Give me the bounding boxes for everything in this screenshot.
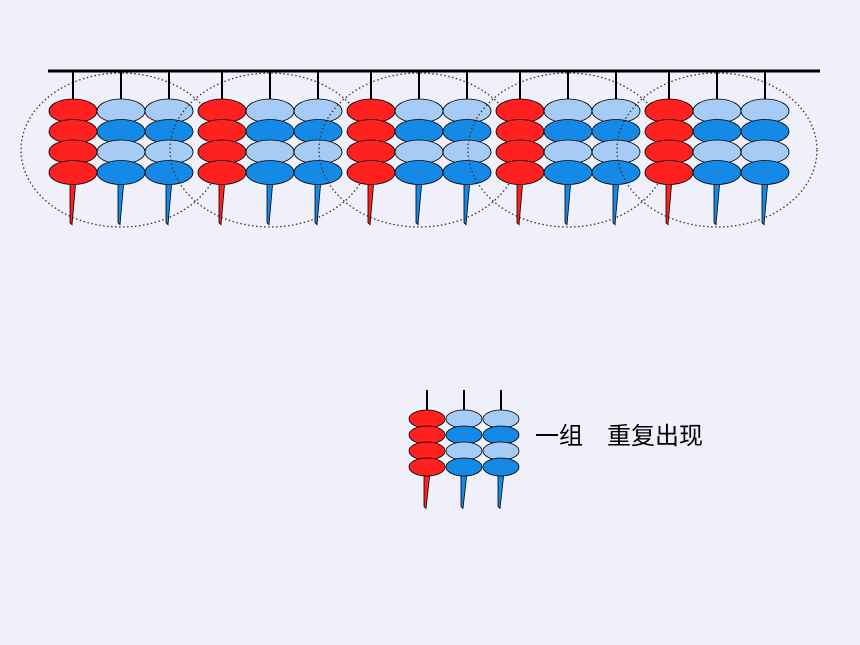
bead [591, 160, 641, 185]
bead-string [394, 71, 444, 226]
bead [740, 160, 790, 185]
bead [408, 441, 446, 461]
bead [482, 409, 520, 429]
bead-string [144, 71, 194, 226]
bead [482, 457, 520, 477]
bead [408, 457, 446, 477]
string-tail [69, 179, 77, 226]
bead-string [442, 71, 492, 226]
bead-string [197, 71, 247, 226]
bead-group [318, 71, 520, 228]
string-tail [165, 179, 173, 226]
bead [543, 160, 593, 185]
string-tail [516, 179, 524, 226]
bead [482, 425, 520, 445]
string-tail [713, 179, 721, 226]
string-tail [218, 179, 226, 226]
bead-groups [20, 71, 818, 228]
string-tail [463, 179, 471, 226]
string-tail [117, 179, 125, 226]
string-tail [266, 179, 274, 226]
bead [197, 160, 247, 185]
bead-string [445, 390, 483, 510]
bead [445, 457, 483, 477]
bead-string [740, 71, 790, 226]
bead-group [20, 71, 222, 228]
bead-string [245, 71, 295, 226]
bead-string [408, 390, 446, 510]
string-tail [612, 179, 620, 226]
bead [346, 160, 396, 185]
bead [408, 425, 446, 445]
string-tail [761, 179, 769, 226]
bead-string [346, 71, 396, 226]
bead-string [293, 71, 343, 226]
string-tail [460, 472, 468, 510]
string-tail [367, 179, 375, 226]
legend-caption: 一组 重复出现 [535, 422, 703, 450]
bead [692, 160, 742, 185]
bead [445, 441, 483, 461]
bead-string [543, 71, 593, 226]
bead-string [48, 71, 98, 226]
bead [96, 160, 146, 185]
bead-group [467, 71, 669, 228]
string-tail [415, 179, 423, 226]
bead [394, 160, 444, 185]
group-outline [616, 72, 818, 228]
bead-string [96, 71, 146, 226]
bead-string [644, 71, 694, 226]
string-tail [564, 179, 572, 226]
bead-string [591, 71, 641, 226]
bead [445, 409, 483, 429]
bead [644, 160, 694, 185]
bead [482, 441, 520, 461]
string-tail [423, 472, 431, 510]
bead-group [169, 71, 371, 228]
string-tail [497, 472, 505, 510]
string-tail [314, 179, 322, 226]
bead [48, 160, 98, 185]
bead [245, 160, 295, 185]
bead-string [495, 71, 545, 226]
bead [445, 425, 483, 445]
bead [495, 160, 545, 185]
bead [144, 160, 194, 185]
bead [293, 160, 343, 185]
string-tail [665, 179, 673, 226]
bead [408, 409, 446, 429]
legend-sample-group [408, 390, 520, 510]
bead-string [692, 71, 742, 226]
bead-group [616, 71, 818, 228]
bead-string [482, 390, 520, 510]
bead [442, 160, 492, 185]
